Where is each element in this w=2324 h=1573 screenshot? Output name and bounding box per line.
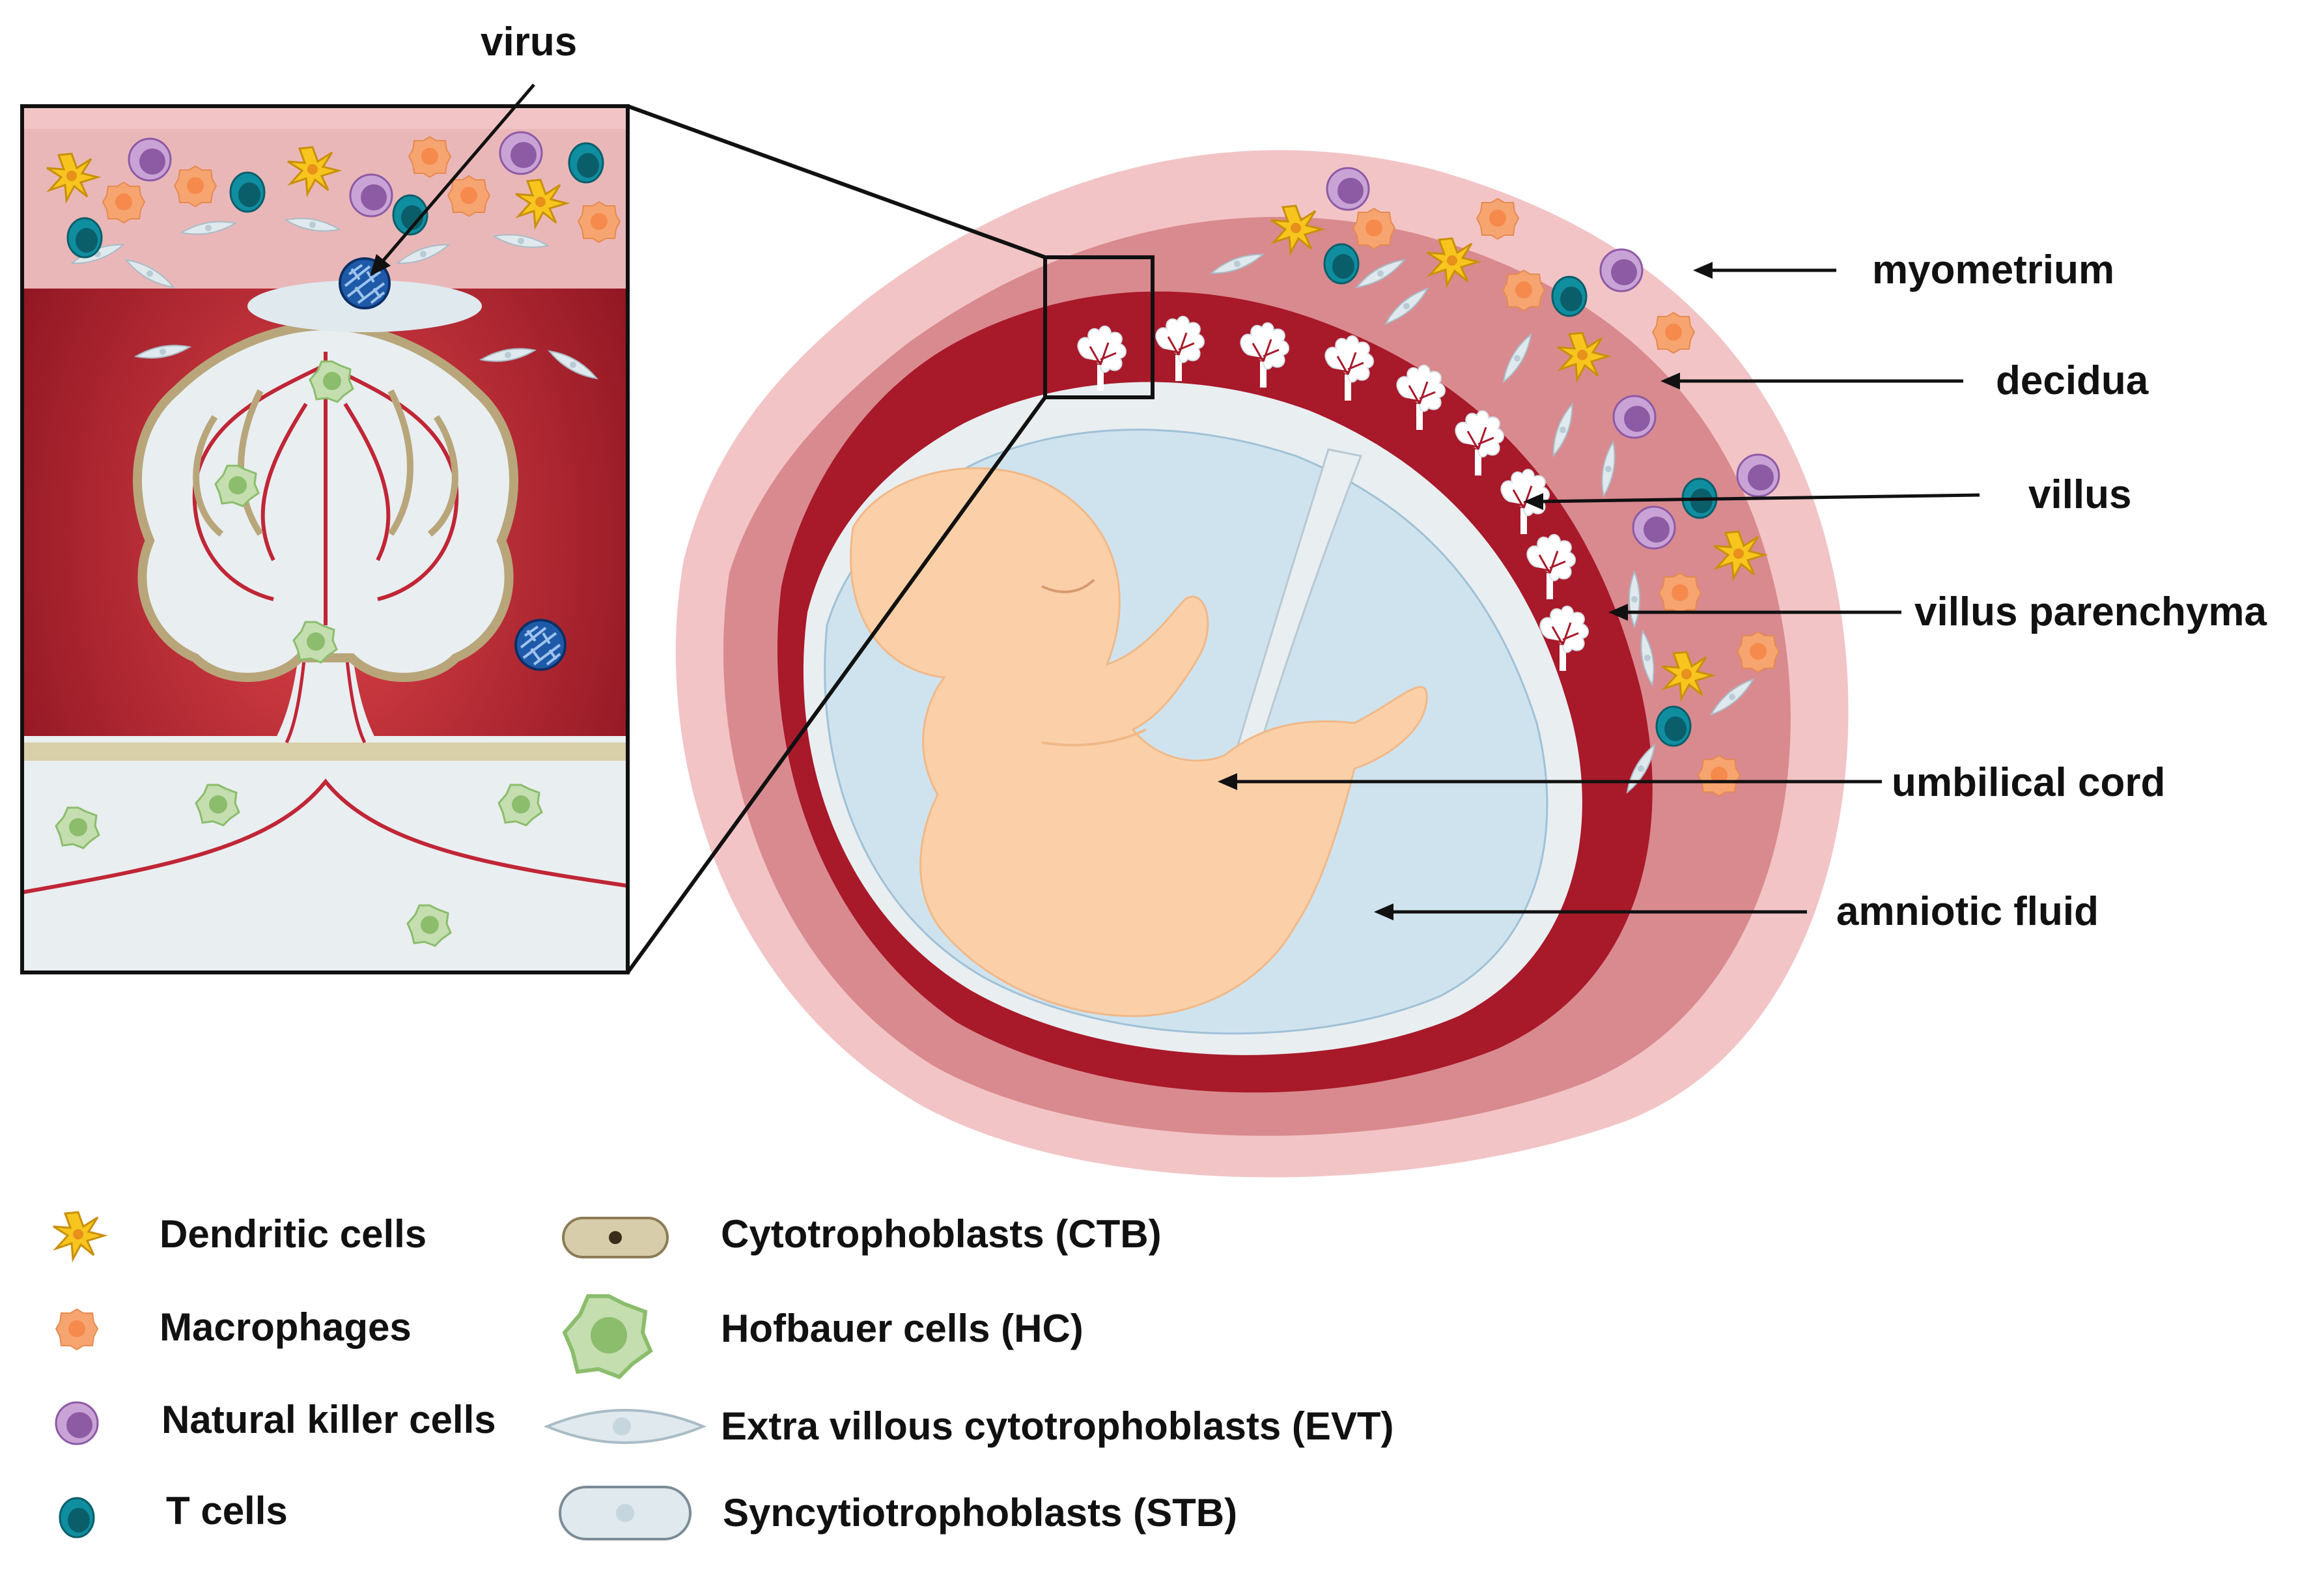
inset-virus-right [514,619,567,671]
legend-label-nk: Natural killer cells [161,1398,496,1441]
label-umbilical-cord: umbilical cord [1892,760,2165,805]
evt-icon [543,1409,707,1444]
legend-item-evt: Extra villous cytotrophoblasts (EVT) [543,1404,1394,1448]
zoom-selection-box [1043,255,1155,399]
annotation-arrows [370,83,1980,920]
embryo [850,467,1428,1017]
legend-item-stb: Syncytiotrophoblasts (STB) [559,1486,1237,1540]
label-villus: villus [2028,472,2132,517]
legend-label-evt: Extra villous cytotrophoblasts (EVT) [721,1404,1394,1448]
label-virus: virus [481,20,577,64]
zoom-inset [20,104,630,974]
legend-item-dendritic: Dendritic cells [52,1211,427,1260]
legend-label-dendritic: Dendritic cells [160,1212,427,1256]
inset-chorionic-plate [22,736,628,972]
ctb-icon [562,1217,669,1258]
macrophage-icon [55,1309,98,1350]
t-cell-icon [59,1497,95,1538]
nk-cell-icon [55,1401,99,1445]
legend-item-hc: Hofbauer cells (HC) [565,1296,1084,1377]
legend-item-macrophages: Macrophages [55,1305,412,1350]
uterus-cross-section [675,150,1849,1178]
legend-label-hc: Hofbauer cells (HC) [721,1307,1084,1350]
zoom-inset-frame [20,104,630,974]
embryo-eye [1041,578,1095,593]
zoom-line-bottom [626,396,1047,974]
legend-item-tcells: T cells [59,1489,288,1538]
hofbauer-cell-icon [565,1296,651,1377]
zoom-line-top [626,104,1046,259]
legend-label-stb: Syncytiotrophoblasts (STB) [723,1491,1237,1535]
legend-label-tcells: T cells [166,1489,288,1533]
embryo-arm [1041,728,1147,746]
label-myometrium: myometrium [1872,248,2114,292]
label-villus-parenchyma: villus parenchyma [1914,589,2267,634]
label-amniotic-fluid: amniotic fluid [1836,889,2099,934]
inset-stb-row [22,743,628,772]
legend-item-ctb: Cytotrophoblasts (CTB) [562,1212,1162,1258]
label-decidua: decidua [1996,358,2149,403]
legend: Dendritic cells Macrophages Natural kill… [52,1211,1394,1540]
legend-item-nk: Natural killer cells [55,1398,496,1445]
stb-icon [559,1486,692,1540]
legend-label-ctb: Cytotrophoblasts (CTB) [721,1212,1162,1256]
dendritic-cell-icon [52,1211,105,1260]
legend-label-macrophages: Macrophages [160,1305,412,1349]
